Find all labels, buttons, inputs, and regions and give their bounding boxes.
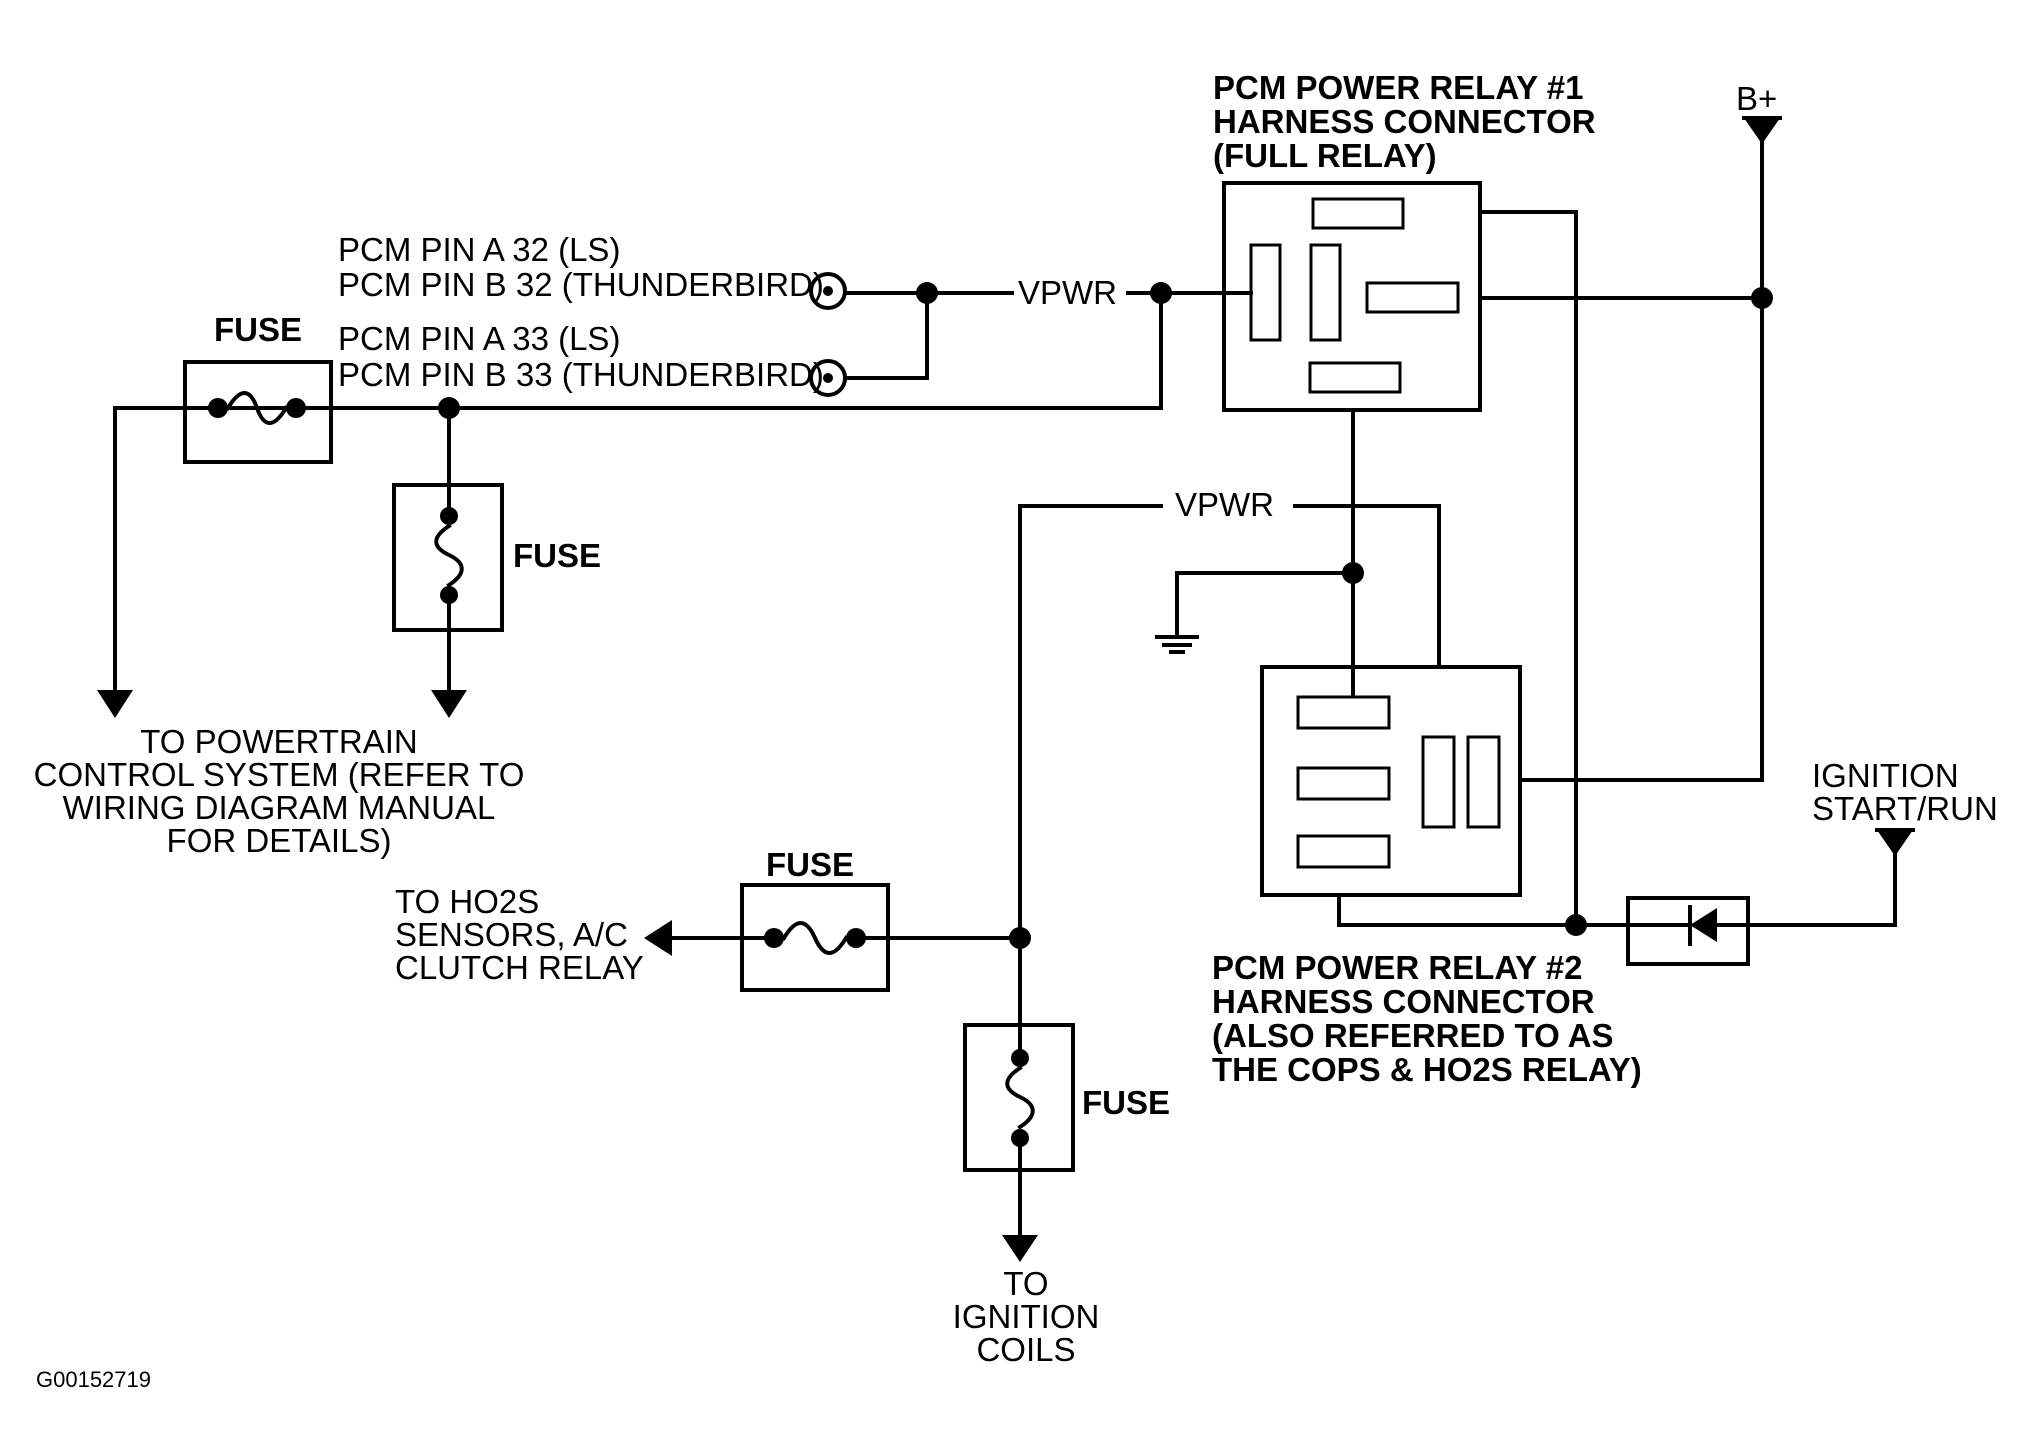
coils-label-line3: COILS: [976, 1331, 1075, 1368]
junction-dot: [1751, 287, 1773, 309]
wire-vpwr-mid: [1018, 504, 1165, 1237]
relay2-label-line3: (ALSO REFERRED TO AS: [1212, 1017, 1614, 1054]
relay2-label-line2: HARNESS CONNECTOR: [1212, 983, 1595, 1020]
powertrain-label-line1: TO POWERTRAIN: [140, 723, 417, 760]
arrow-ignition: [1877, 830, 1913, 856]
ho2s-label-line2: SENSORS, A/C: [395, 916, 628, 953]
wire-main-bus: [113, 291, 1163, 410]
relay1-label: PCM POWER RELAY #1 HARNESS CONNECTOR (FU…: [1213, 69, 1596, 174]
junction-dot: [1565, 914, 1587, 936]
ho2s-label-line3: CLUTCH RELAY: [395, 949, 644, 986]
relay2-label-line4: THE COPS & HO2S RELAY): [1212, 1051, 1642, 1088]
powertrain-label-line2: CONTROL SYSTEM (REFER TO: [34, 756, 525, 793]
vpwr-top-label: VPWR: [1018, 274, 1117, 311]
coils-label: TO IGNITION COILS: [953, 1265, 1100, 1368]
arrow-down-coils: [1002, 1235, 1038, 1262]
fuse-label-left: FUSE: [513, 537, 601, 574]
fuse-label-ho2s: FUSE: [766, 846, 854, 883]
relay1-label-line2: HARNESS CONNECTOR: [1213, 103, 1596, 140]
relay1-connector: [1222, 181, 1482, 412]
junction-dot: [1150, 282, 1172, 304]
arrow-down-fuse: [431, 690, 467, 718]
pin32-label: PCM PIN A 32 (LS) PCM PIN B 32 (THUNDERB…: [338, 231, 824, 303]
ho2s-label-line1: TO HO2S: [395, 883, 539, 920]
relay2-connector: [1260, 665, 1522, 897]
wire-pin33: [841, 291, 929, 380]
junction-dot: [916, 282, 938, 304]
wire-ground: [1175, 571, 1355, 639]
ignition-label: IGNITION START/RUN: [1812, 757, 1998, 827]
junction-dot: [1009, 927, 1031, 949]
diode: [1626, 896, 1750, 966]
pin-terminal-33: [809, 359, 847, 397]
ignition-label-line1: IGNITION: [1812, 757, 1959, 794]
pin33-label: PCM PIN A 33 (LS) PCM PIN B 33 (THUNDERB…: [338, 320, 824, 393]
coils-label-line2: IGNITION: [953, 1298, 1100, 1335]
pin33-label-line2: PCM PIN B 33 (THUNDERBIRD): [338, 356, 824, 393]
fuse-label-top: FUSE: [214, 311, 302, 348]
pin-terminal-32: [809, 272, 847, 310]
pin32-label-line2: PCM PIN B 32 (THUNDERBIRD): [338, 266, 824, 303]
fuse-label-coils: FUSE: [1082, 1084, 1170, 1121]
figure-id: G00152719: [36, 1367, 151, 1392]
junction-dot: [438, 397, 460, 419]
arrow-down-powertrain: [97, 690, 133, 718]
fuse-horizontal-ho2s: [740, 883, 890, 992]
powertrain-label-line4: FOR DETAILS): [167, 822, 392, 859]
relay2-label: PCM POWER RELAY #2 HARNESS CONNECTOR (AL…: [1212, 949, 1642, 1088]
wire-vpwr-mid-right: [1291, 504, 1441, 739]
ignition-label-line2: START/RUN: [1812, 790, 1998, 827]
relay1-label-line1: PCM POWER RELAY #1: [1213, 69, 1583, 106]
ho2s-label: TO HO2S SENSORS, A/C CLUTCH RELAY: [395, 883, 644, 986]
coils-label-line1: TO: [1003, 1265, 1048, 1302]
vpwr-mid-label: VPWR: [1175, 486, 1274, 523]
bplus-label: B+: [1736, 80, 1777, 117]
fuse-vertical-left: [392, 483, 504, 632]
junctions: [438, 282, 1773, 949]
powertrain-label: TO POWERTRAIN CONTROL SYSTEM (REFER TO W…: [34, 723, 525, 859]
arrow-left-ho2s: [644, 920, 672, 956]
fuse-vertical-coils: [963, 1023, 1075, 1172]
arrow-bplus: [1744, 118, 1780, 144]
relay1-label-line3: (FULL RELAY): [1213, 137, 1437, 174]
pin33-label-line1: PCM PIN A 33 (LS): [338, 320, 620, 357]
ground-symbol: [1155, 635, 1199, 654]
wire-ignition: [1746, 853, 1897, 927]
fuse-horizontal-top: [183, 360, 333, 464]
wire-bplus-vertical: [1504, 138, 1764, 782]
junction-dot: [1342, 562, 1364, 584]
powertrain-label-line3: WIRING DIAGRAM MANUAL: [63, 789, 496, 826]
relay2-label-line1: PCM POWER RELAY #2: [1212, 949, 1582, 986]
pin32-label-line1: PCM PIN A 32 (LS): [338, 231, 620, 268]
